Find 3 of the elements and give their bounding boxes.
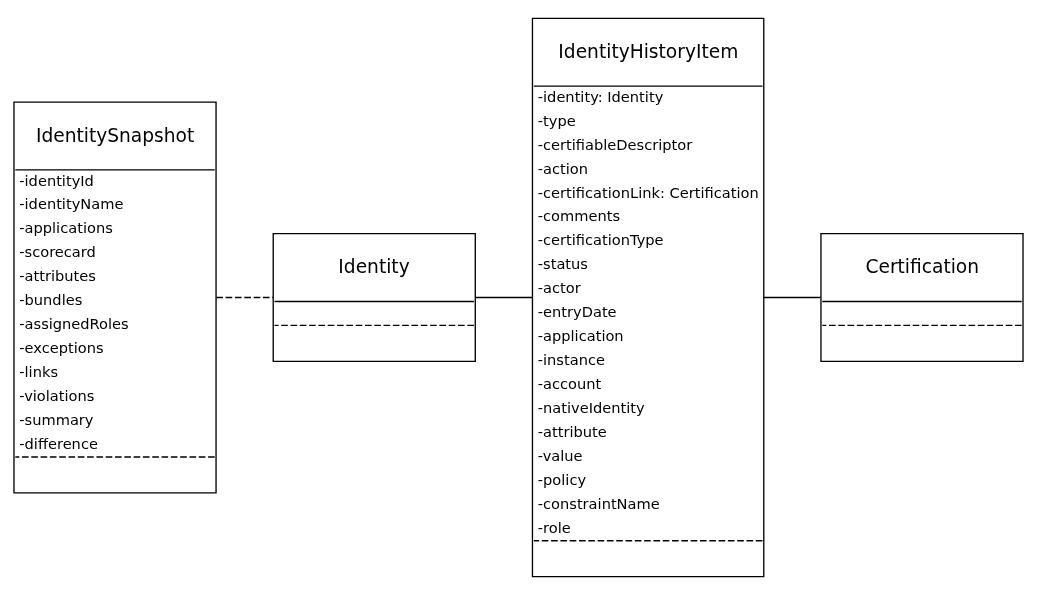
connector [215,296,274,298]
connector [474,296,533,298]
connector [763,296,822,298]
